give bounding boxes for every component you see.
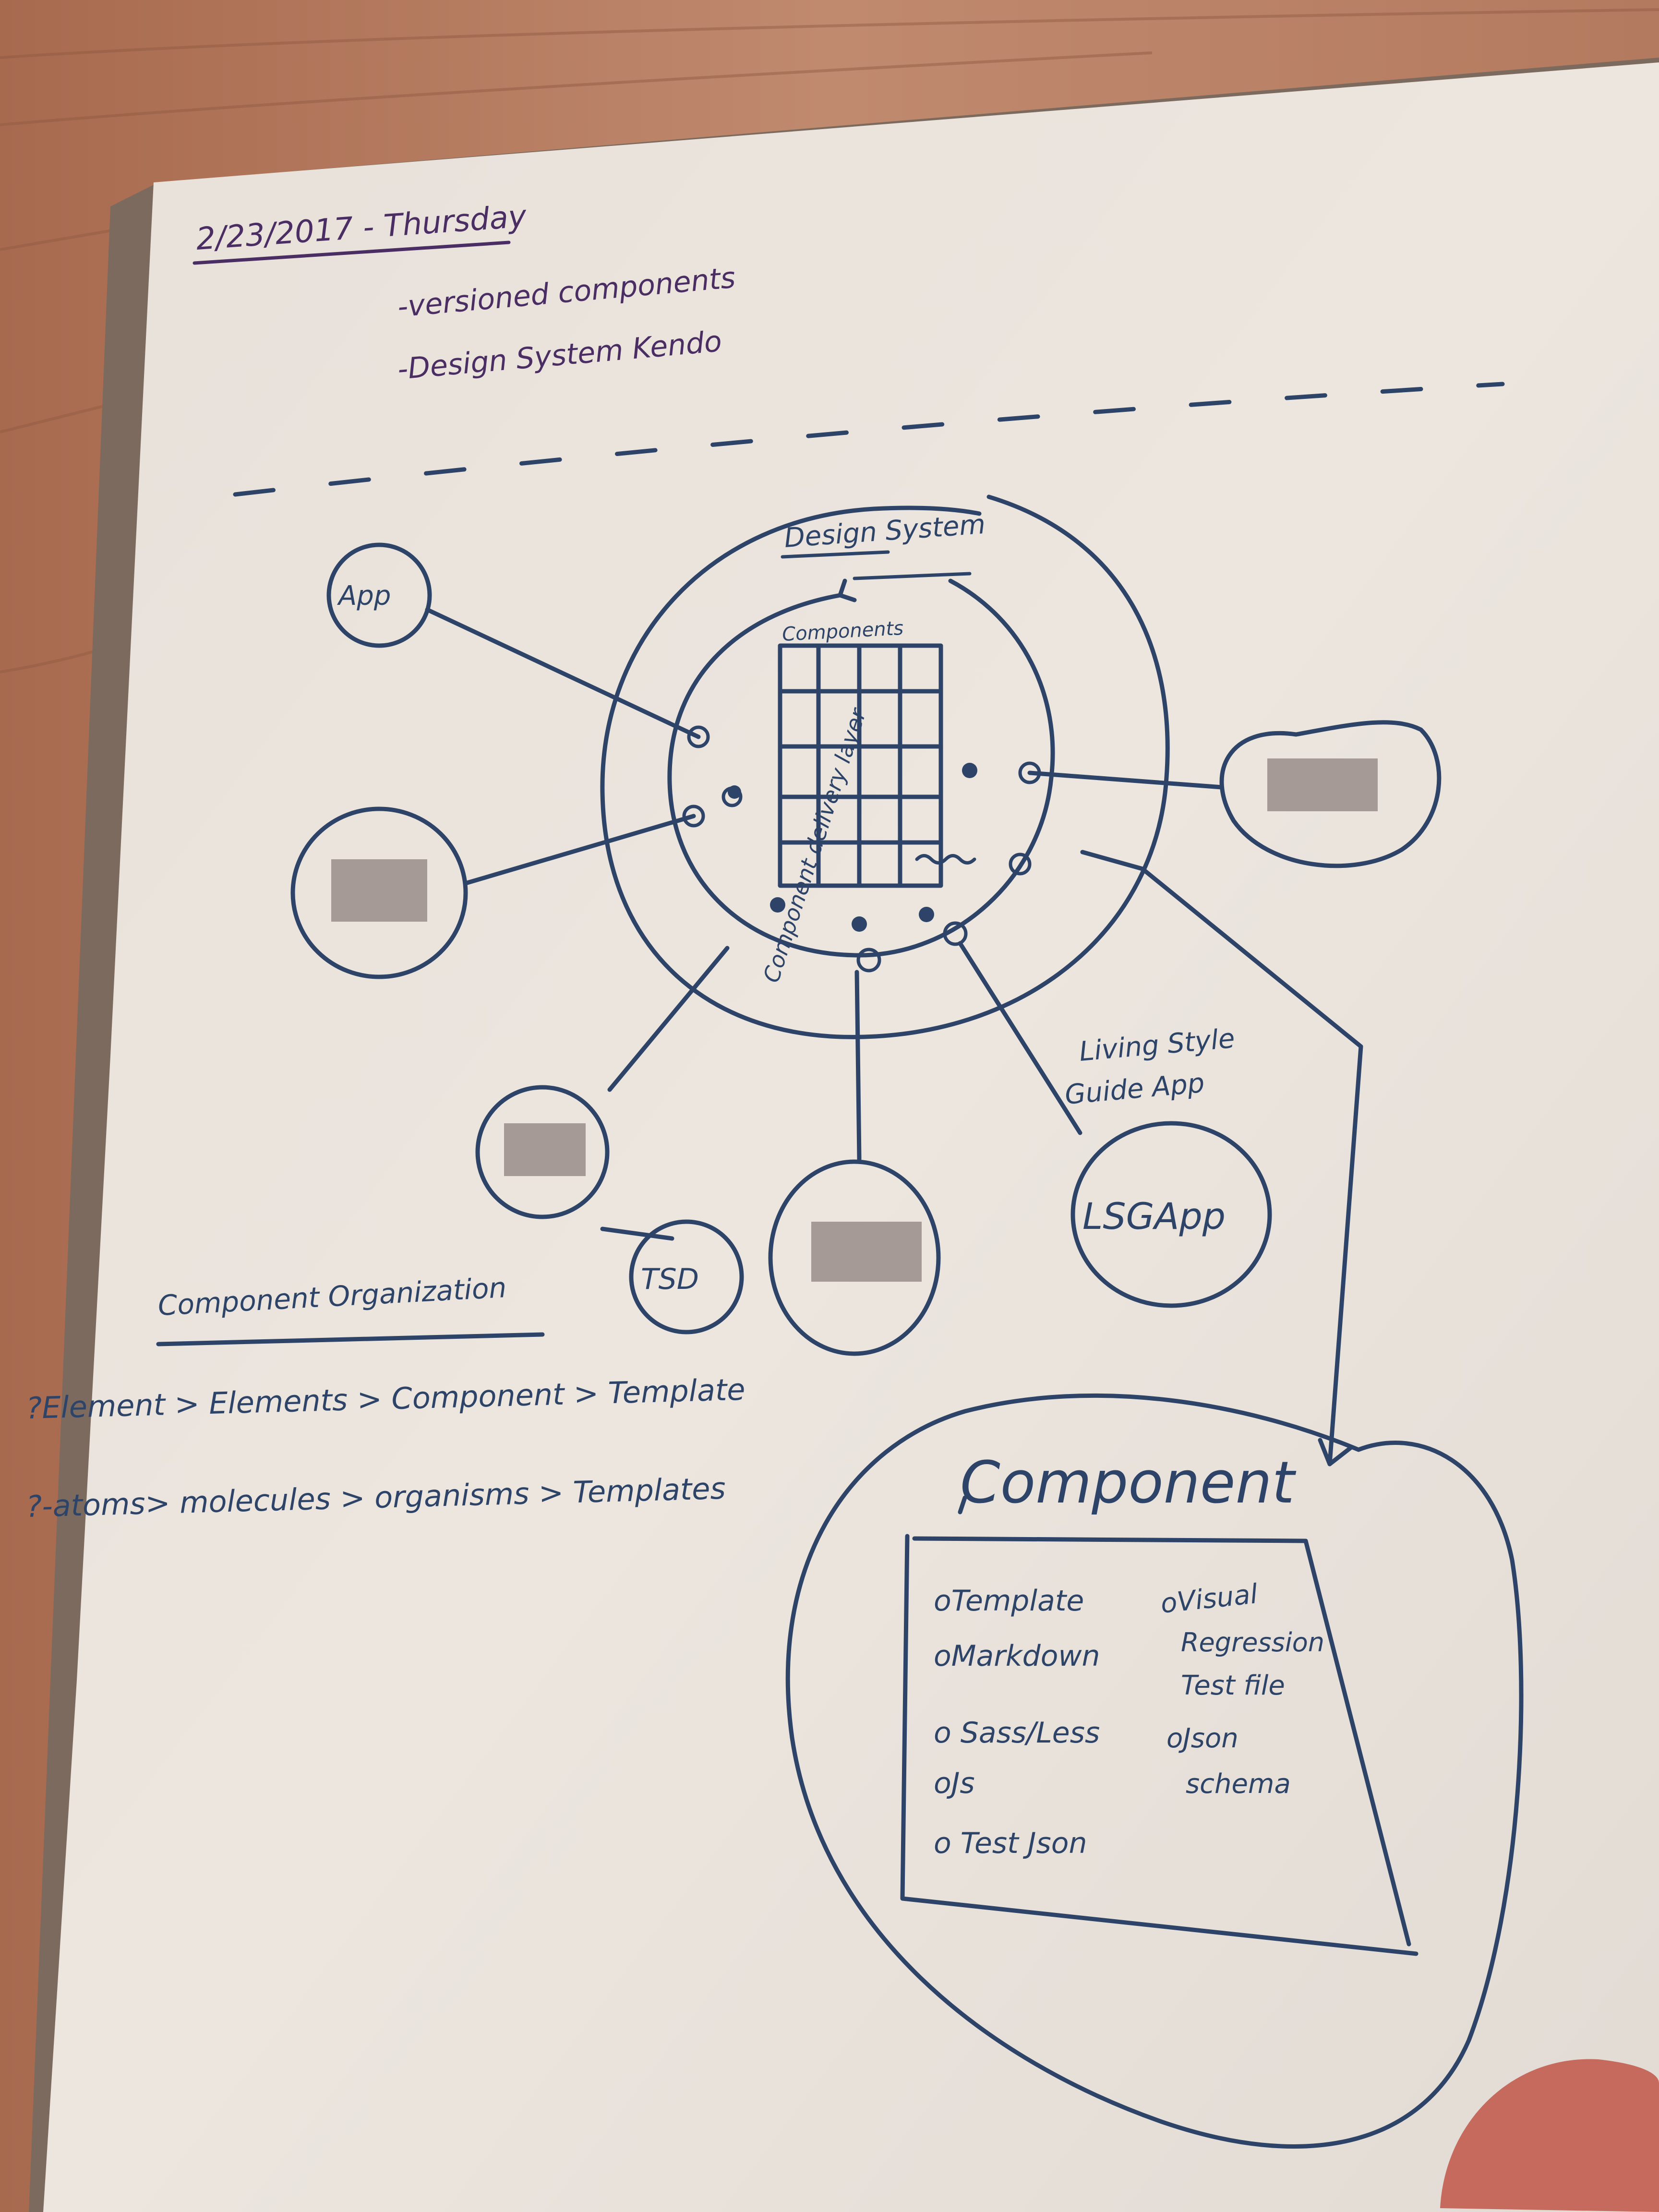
redacted-label [811,1222,922,1282]
inner-delivery-circle [667,578,1055,958]
paper-page [43,62,1659,2212]
component-blob [785,1393,1524,2149]
tsd-label: TSD [641,1262,699,1296]
item-regression: Regression [1181,1627,1324,1658]
item-json: oJson [1166,1723,1238,1754]
arrow-to-component [1080,850,1363,1467]
item-test-json: o Test Json [934,1827,1087,1860]
lsg-app-label: LSGApp [1082,1195,1226,1238]
right-node [1027,720,1442,868]
lsg-app-node: LSGApp Living Style Guide App [958,941,1272,1308]
thumb [1440,2059,1659,2212]
redacted-label [504,1123,586,1176]
app-label: App [337,580,391,612]
bottom-left-node: TSD [475,946,744,1334]
item-template: oTemplate [934,1584,1084,1618]
outer-system-circle [600,494,1170,1039]
redacted-label [331,859,427,922]
item-test-file: Test file [1181,1670,1285,1701]
left-node [290,806,696,979]
bottom-middle-node [768,970,941,1356]
item-js: oJs [934,1767,975,1800]
redacted-label [1267,758,1378,811]
right-node-circle [1219,720,1442,868]
dashed-separator [233,382,1505,497]
component-box [900,1534,1419,1956]
item-schema: schema [1186,1768,1291,1800]
component-title: Component [960,1450,1297,1516]
components-grid [778,643,943,888]
component-detail: Component oTemplate oMarkdown o Sass/Les… [785,1393,1524,2149]
item-sass-less: o Sass/Less [934,1716,1100,1750]
item-markdown: oMarkdown [934,1639,1100,1673]
app-node: App [326,542,701,739]
